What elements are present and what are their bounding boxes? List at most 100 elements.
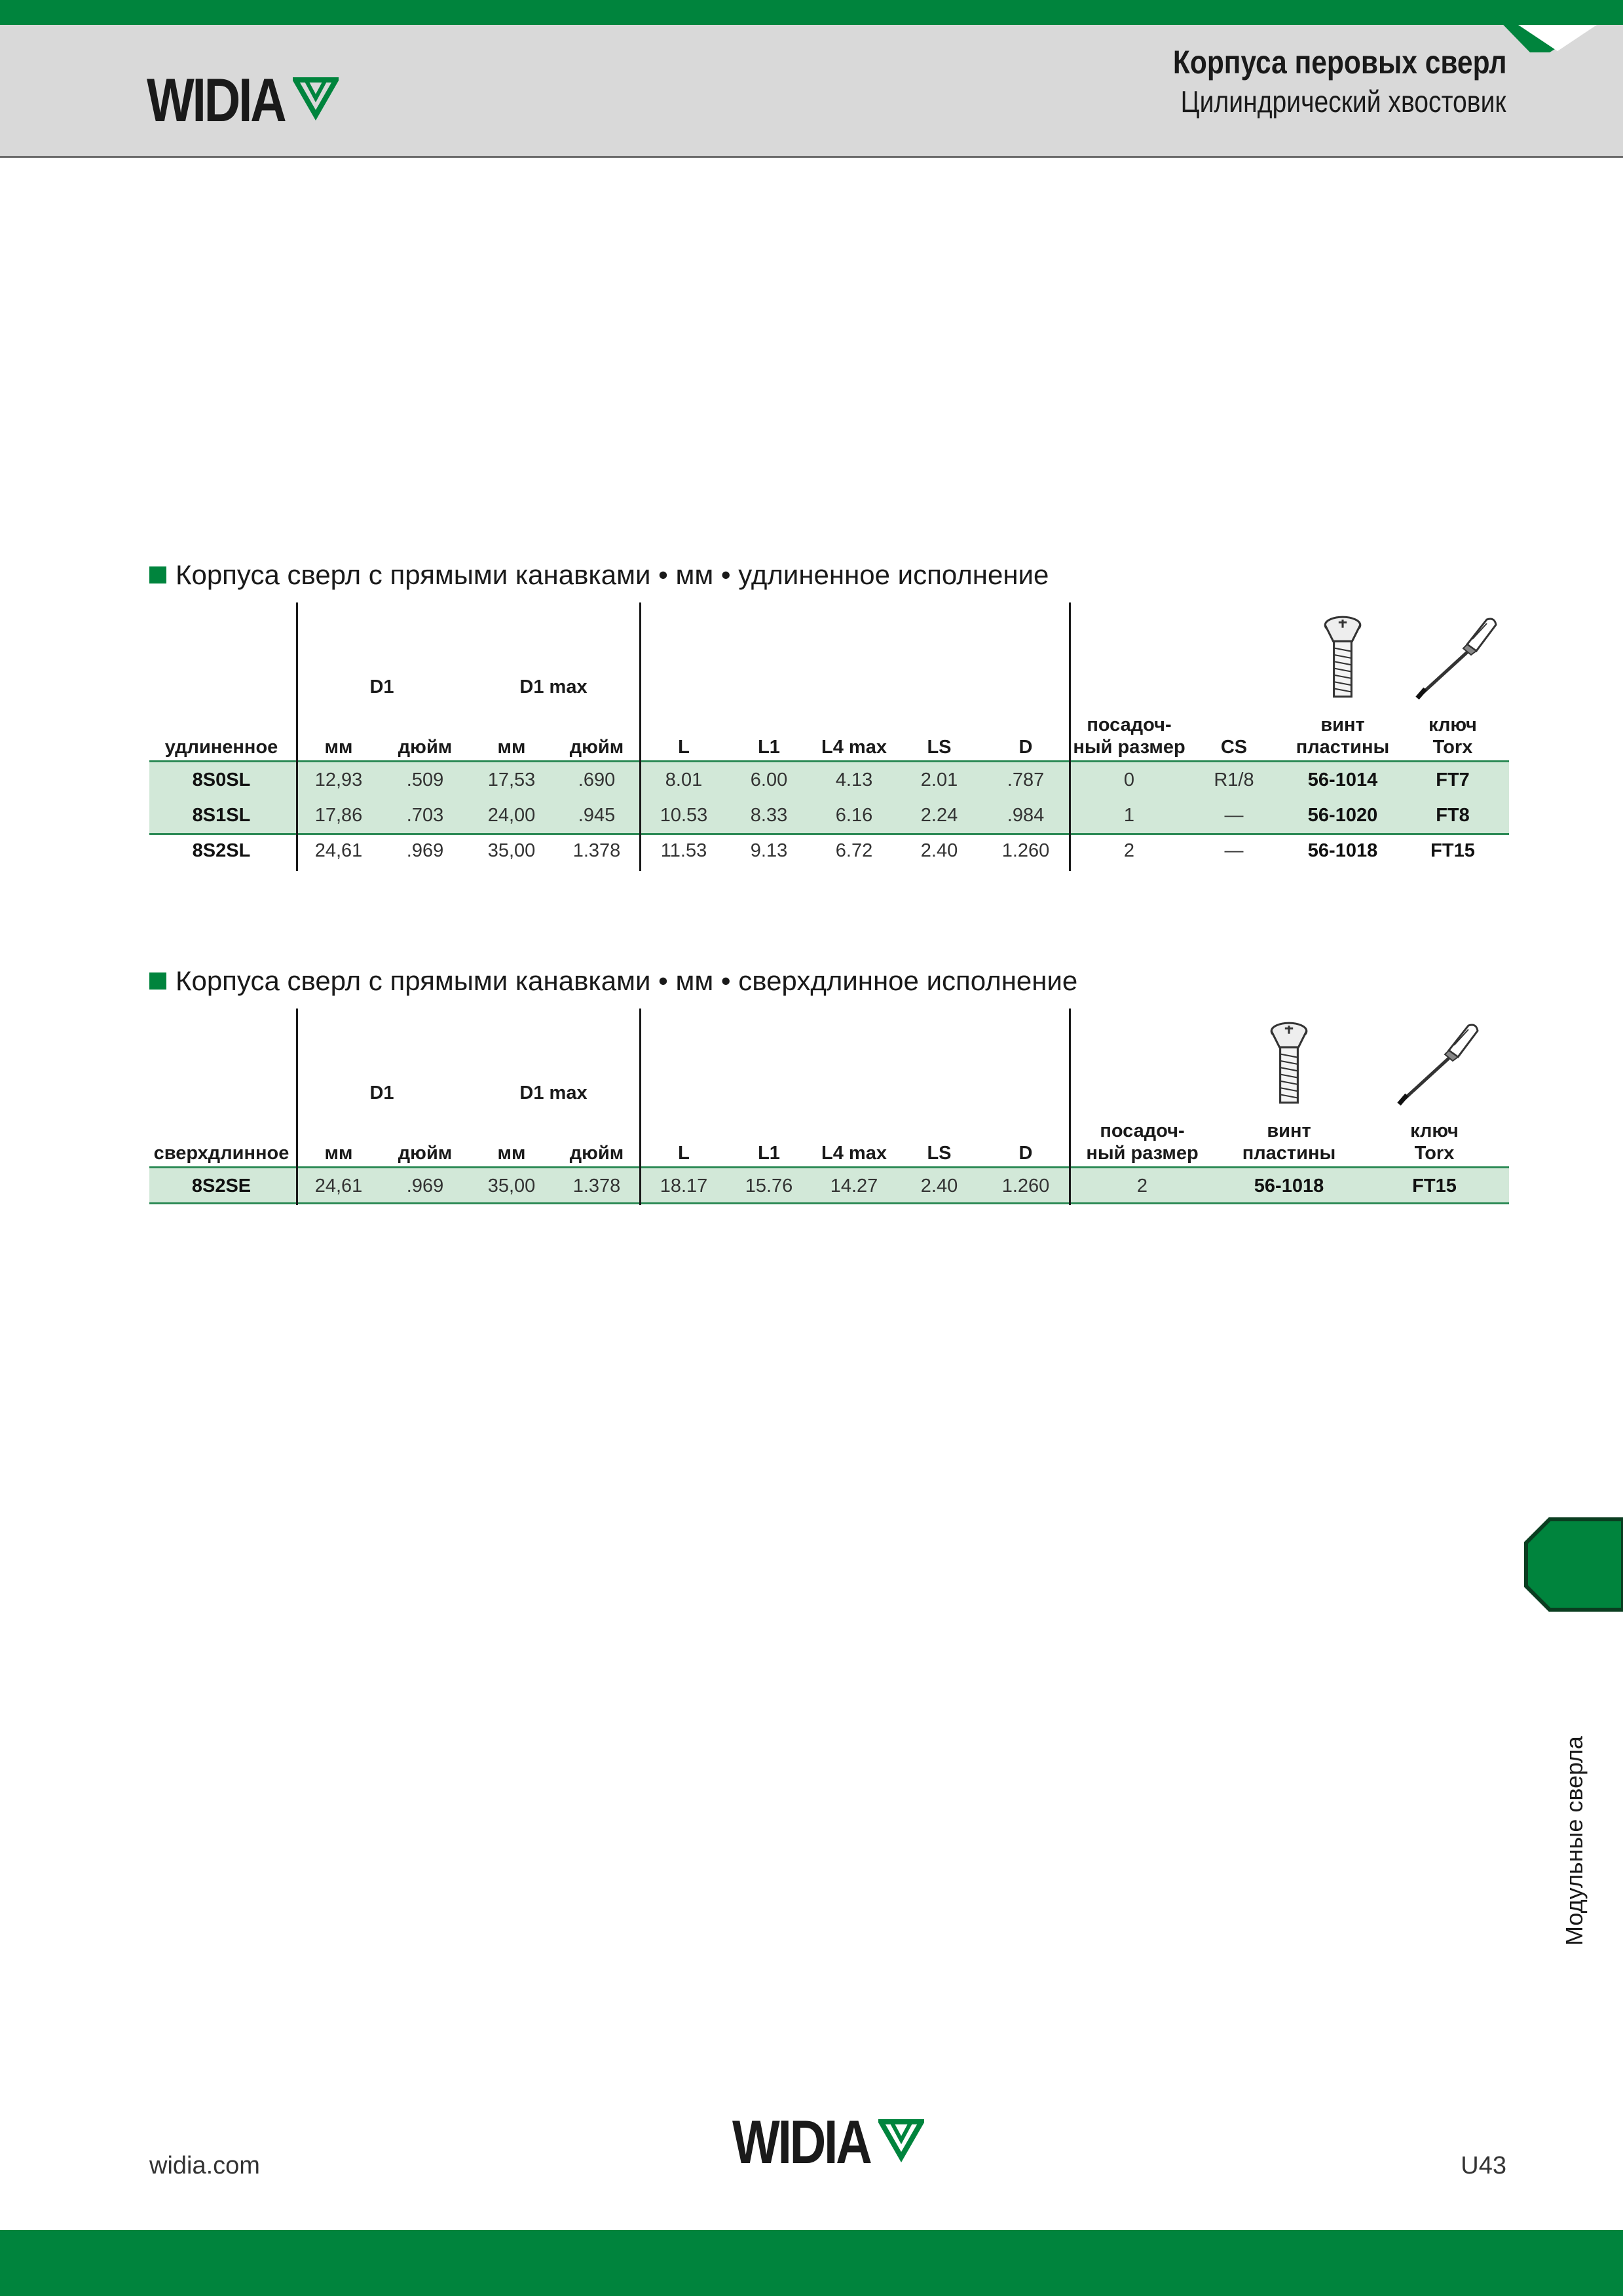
section2-title: Корпуса сверл с прямыми канавками • мм •… bbox=[149, 965, 1077, 997]
column-header: мм bbox=[497, 1143, 526, 1164]
table-cell: .787 bbox=[1007, 769, 1045, 790]
section-square-icon bbox=[149, 566, 166, 583]
table-cell: 8S2SE bbox=[191, 1176, 252, 1196]
table-cell: .969 bbox=[406, 840, 444, 861]
table-cell: 1.260 bbox=[1001, 1176, 1050, 1196]
table-cell: 2.40 bbox=[920, 1176, 958, 1196]
table-cell: 17,86 bbox=[314, 805, 363, 826]
column-divider bbox=[639, 602, 641, 871]
column-header: мм bbox=[324, 1143, 353, 1164]
column-header: L1 bbox=[758, 1143, 780, 1164]
header-logo: WIDIA bbox=[147, 69, 339, 131]
table-cell: — bbox=[1224, 840, 1244, 861]
table-cell: FT7 bbox=[1436, 769, 1470, 790]
table-cell: 9.13 bbox=[750, 840, 788, 861]
column-header: LS bbox=[927, 737, 952, 758]
table-cell: 2.24 bbox=[920, 805, 958, 826]
section1-title: Корпуса сверл с прямыми канавками • мм •… bbox=[149, 559, 1049, 591]
widia-triangle-icon bbox=[878, 2119, 924, 2163]
column-header: мм bbox=[324, 737, 353, 758]
table-cell: .690 bbox=[578, 769, 616, 790]
torx-key-icon bbox=[1415, 618, 1497, 700]
table-cell: 15.76 bbox=[745, 1176, 793, 1196]
page-subtitle: Цилиндрический хвостовик bbox=[1181, 84, 1506, 119]
column-header: посадоч-ный размер bbox=[1086, 1120, 1199, 1164]
top-green-bar bbox=[0, 0, 1623, 25]
table-cell: 2 bbox=[1123, 840, 1135, 861]
table-cell: 6.16 bbox=[835, 805, 873, 826]
table-cell: 8S0SL bbox=[192, 769, 251, 790]
table-cell: 1.260 bbox=[1001, 840, 1050, 861]
group-header-d1: D1 bbox=[369, 676, 394, 697]
table-cell: .984 bbox=[1007, 805, 1045, 826]
table-cell: 14.27 bbox=[830, 1176, 878, 1196]
side-tab-label: Модульные сверла bbox=[1561, 1736, 1588, 1946]
bottom-green-bar bbox=[0, 2230, 1623, 2296]
table-cell: 8.01 bbox=[665, 769, 703, 790]
table-cell: 2 bbox=[1136, 1176, 1148, 1196]
group-header-d1max: D1 max bbox=[519, 1083, 588, 1103]
group-header-d1max: D1 max bbox=[519, 676, 588, 697]
column-header: дюйм bbox=[569, 737, 624, 758]
section2-title-text: Корпуса сверл с прямыми канавками • мм •… bbox=[176, 965, 1078, 996]
column-header: посадоч-ный размер bbox=[1073, 714, 1185, 758]
footer-link[interactable]: widia.com bbox=[149, 2152, 260, 2179]
column-header: L bbox=[678, 1143, 690, 1164]
footer-logo: WIDIA bbox=[732, 2111, 924, 2173]
table-cell: 0 bbox=[1123, 769, 1135, 790]
table-cell: 35,00 bbox=[487, 1176, 536, 1196]
table-cell: 6.00 bbox=[750, 769, 788, 790]
column-header: LS bbox=[927, 1143, 952, 1164]
table-cell: 24,00 bbox=[487, 805, 536, 826]
table-cell: .703 bbox=[406, 805, 444, 826]
column-header: L bbox=[678, 737, 690, 758]
corner-triangle-icon bbox=[1459, 0, 1623, 52]
column-header: дюйм bbox=[398, 737, 453, 758]
table-cell: 2.40 bbox=[920, 840, 958, 861]
table-cell: 56-1018 bbox=[1254, 1176, 1324, 1196]
column-header: мм bbox=[497, 737, 526, 758]
table-cell: FT15 bbox=[1430, 840, 1475, 861]
column-header: L1 bbox=[758, 737, 780, 758]
table-cell: .969 bbox=[406, 1176, 444, 1196]
table-cell: 1.378 bbox=[572, 1176, 621, 1196]
table-cell: .509 bbox=[406, 769, 444, 790]
page-title: Корпуса перовых сверл bbox=[1172, 44, 1506, 81]
table-cell: 24,61 bbox=[314, 1176, 363, 1196]
table-cell: 11.53 bbox=[660, 840, 707, 861]
column-header: удлиненное bbox=[164, 737, 278, 758]
widia-triangle-icon bbox=[292, 77, 339, 121]
page-number: U43 bbox=[1461, 2152, 1506, 2179]
section-square-icon bbox=[149, 972, 166, 990]
row-divider bbox=[149, 760, 1509, 762]
group-header-d1: D1 bbox=[369, 1083, 394, 1103]
row-divider bbox=[149, 1202, 1509, 1204]
column-divider bbox=[296, 602, 298, 871]
table-cell: 4.13 bbox=[835, 769, 873, 790]
table-cell: 12,93 bbox=[314, 769, 363, 790]
table-cell: FT15 bbox=[1412, 1176, 1457, 1196]
column-divider bbox=[1069, 1009, 1071, 1205]
table-cell: 1 bbox=[1123, 805, 1135, 826]
screw-icon bbox=[1270, 1022, 1308, 1104]
table-cell: 8S2SL bbox=[192, 840, 251, 861]
table-cell: 24,61 bbox=[314, 840, 363, 861]
column-header: D bbox=[1018, 1143, 1033, 1164]
column-header: дюйм bbox=[569, 1143, 624, 1164]
table-cell: 1.378 bbox=[572, 840, 621, 861]
column-divider bbox=[296, 1009, 298, 1205]
column-divider bbox=[639, 1009, 641, 1205]
table-cell: 18.17 bbox=[660, 1176, 708, 1196]
table-cell: 56-1018 bbox=[1307, 840, 1378, 861]
table-cell: 8.33 bbox=[750, 805, 788, 826]
table-cell: 10.53 bbox=[660, 805, 708, 826]
torx-key-icon bbox=[1397, 1024, 1479, 1106]
screw-icon bbox=[1324, 616, 1362, 698]
table-cell: 2.01 bbox=[920, 769, 958, 790]
column-header: L4 max bbox=[821, 1143, 887, 1164]
